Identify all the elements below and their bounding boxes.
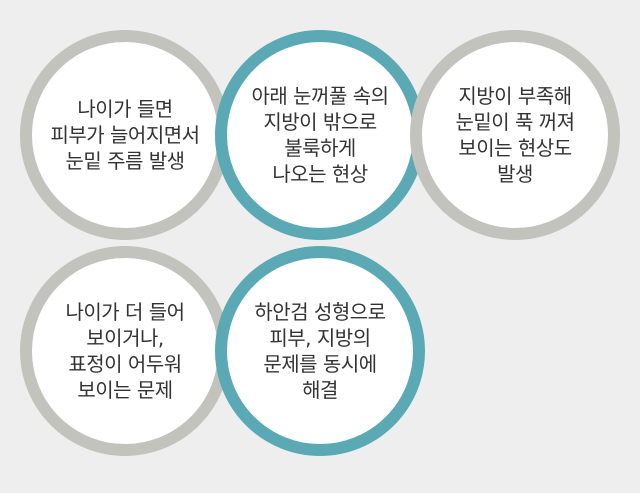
circle-text: 하안검 성형으로 피부, 지방의 문제를 동시에 해결: [254, 300, 386, 402]
circle-fat-protrusion: 아래 눈꺼풀 속의 지방이 밖으로 불룩하게 나오는 현상: [215, 30, 425, 240]
circle-aging-wrinkles: 나이가 들면 피부가 늘어지면서 눈밑 주름 발생: [20, 30, 230, 240]
circle-fat-deficiency: 지방이 부족해 눈밑이 푹 꺼져 보이는 현상도 발생: [410, 30, 620, 240]
circle-text: 나이가 더 들어 보이거나, 표정이 어두워 보이는 문제: [65, 300, 185, 402]
circle-solution: 하안검 성형으로 피부, 지방의 문제를 동시에 해결: [215, 246, 425, 456]
circle-text: 지방이 부족해 눈밑이 푹 꺼져 보이는 현상도 발생: [455, 84, 575, 186]
circle-text: 아래 눈꺼풀 속의 지방이 밖으로 불룩하게 나오는 현상: [251, 84, 389, 186]
circle-text: 나이가 들면 피부가 늘어지면서 눈밑 주름 발생: [50, 97, 200, 173]
circle-older-look: 나이가 더 들어 보이거나, 표정이 어두워 보이는 문제: [20, 246, 230, 456]
